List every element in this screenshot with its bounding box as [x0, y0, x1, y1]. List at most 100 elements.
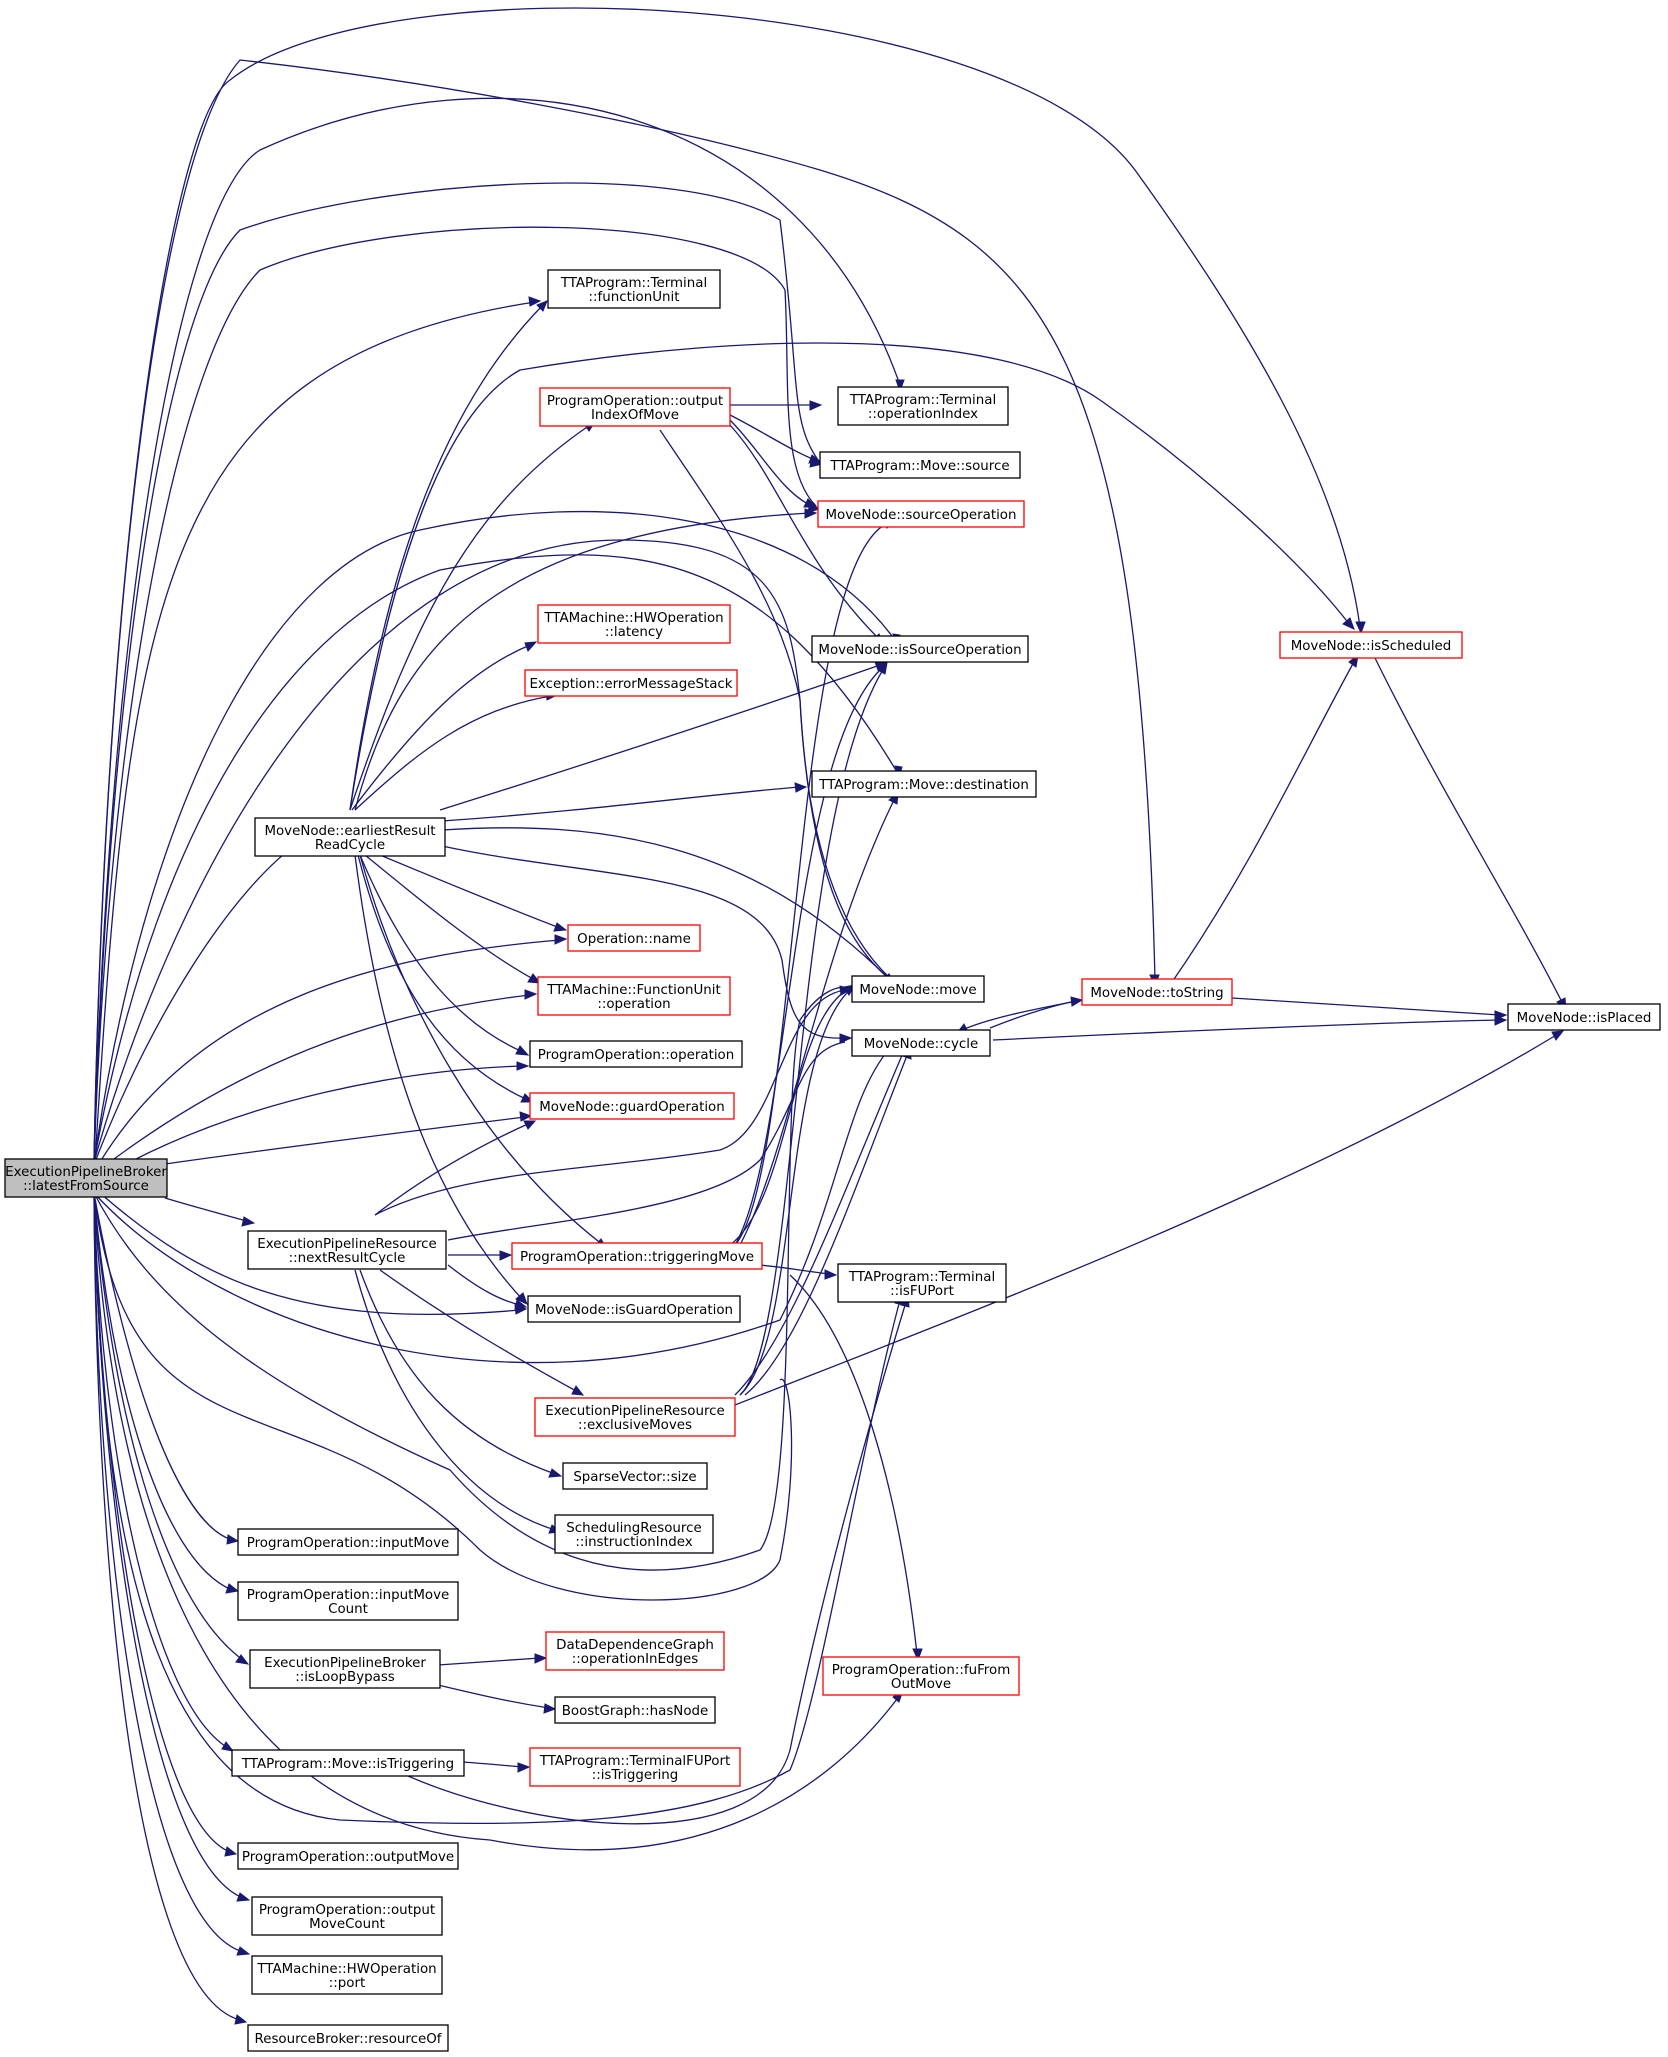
call-edges — [93, 7, 1567, 2025]
edge-earliest-movedestination — [441, 782, 808, 822]
edge-next-mncycle — [447, 1041, 846, 1241]
edge-tostring-isplaced — [1231, 997, 1508, 1021]
node-label: TTAProgram::Terminal — [849, 393, 996, 408]
node-box — [247, 2024, 449, 2052]
node-label: ProgramOperation::inputMove — [247, 1588, 450, 1603]
node-box — [851, 1029, 991, 1057]
node-root[interactable]: ExecutionPipelineBroker::latestFromSourc… — [4, 1158, 168, 1198]
node-operation-index[interactable]: TTAProgram::Terminal::operationIndex — [837, 386, 1009, 426]
node-box — [251, 1896, 443, 1936]
edge-outputindex-mnmove — [659, 429, 894, 982]
node-resource-of[interactable]: ResourceBroker::resourceOf — [247, 2024, 449, 2052]
edge-exclusivemoves-issourceoperation — [739, 661, 888, 1396]
node-tfu-is-triggering[interactable]: TTAProgram::TerminalFUPort::isTriggering — [529, 1747, 741, 1787]
node-instruction-index[interactable]: SchedulingResource::instructionIndex — [554, 1514, 714, 1554]
edge-earliest-hwlatency — [351, 641, 538, 811]
node-triggering-move[interactable]: ProgramOperation::triggeringMove — [511, 1242, 763, 1270]
edge-root-resourceof — [93, 1192, 248, 2025]
node-label: ::operation — [597, 997, 670, 1012]
edge-root-inputmove — [93, 1192, 240, 1545]
node-label: MoveNode::guardOperation — [539, 1100, 724, 1115]
node-exclusive-moves[interactable]: ExecutionPipelineResource::exclusiveMove… — [534, 1397, 736, 1437]
node-box — [562, 1462, 708, 1490]
edge-root-inputmovecount — [93, 1192, 240, 1594]
node-label: MoveNode::move — [859, 983, 976, 998]
edge-earliest-sourceoperation — [354, 508, 818, 811]
edge-root-fuoperation — [109, 989, 538, 1163]
node-is-source-operation[interactable]: MoveNode::isSourceOperation — [811, 635, 1029, 663]
node-label: ExecutionPipelineBroker — [5, 1165, 167, 1180]
node-box — [4, 1158, 168, 1198]
node-label: ::exclusiveMoves — [578, 1418, 692, 1433]
node-po-operation[interactable]: ProgramOperation::operation — [529, 1040, 743, 1068]
node-function-unit[interactable]: TTAProgram::Terminal::functionUnit — [547, 269, 721, 309]
node-move-destination[interactable]: TTAProgram::Move::destination — [811, 770, 1037, 798]
node-label: MoveNode::sourceOperation — [826, 508, 1017, 523]
node-is-scheduled[interactable]: MoveNode::isScheduled — [1279, 631, 1463, 659]
node-mn-move[interactable]: MoveNode::move — [851, 975, 985, 1003]
node-box — [524, 669, 738, 697]
edge-outputindex-sourceoperation — [729, 419, 818, 508]
node-label: MoveNode::isScheduled — [1291, 639, 1452, 654]
node-box — [254, 817, 446, 857]
edge-root-issourceoperation — [93, 510, 901, 1163]
node-label: ProgramOperation::outputMove — [242, 1850, 454, 1865]
node-is-loop-bypass[interactable]: ExecutionPipelineBroker::isLoopBypass — [249, 1649, 441, 1689]
node-label: ::operationInEdges — [572, 1652, 698, 1667]
node-hw-latency[interactable]: TTAMachine::HWOperation::latency — [537, 604, 731, 644]
node-mn-cycle[interactable]: MoveNode::cycle — [851, 1029, 991, 1057]
node-move-source[interactable]: TTAProgram::Move::source — [819, 451, 1021, 479]
edge-root-outputmove — [93, 1192, 238, 1857]
node-label: ::operationIndex — [868, 407, 978, 422]
node-next-result-cycle[interactable]: ExecutionPipelineResource::nextResultCyc… — [247, 1230, 447, 1270]
node-label: DataDependenceGraph — [556, 1638, 714, 1653]
node-source-operation[interactable]: MoveNode::sourceOperation — [817, 500, 1025, 528]
node-box — [511, 1242, 763, 1270]
node-has-node[interactable]: BoostGraph::hasNode — [554, 1696, 716, 1724]
node-box — [237, 1842, 459, 1870]
node-label: ProgramOperation::output — [547, 394, 723, 409]
node-fu-operation[interactable]: TTAMachine::FunctionUnit::operation — [537, 976, 731, 1016]
node-label: ExecutionPipelineBroker — [264, 1656, 426, 1671]
edge-moveistriggering-isfuport — [394, 1294, 910, 1825]
edge-earliest-opname — [379, 854, 568, 932]
node-to-string[interactable]: MoveNode::toString — [1081, 978, 1233, 1006]
node-box — [247, 1230, 447, 1270]
node-label: ProgramOperation::triggeringMove — [520, 1250, 754, 1265]
node-error-message-stack[interactable]: Exception::errorMessageStack — [524, 669, 738, 697]
edge-loopbypass-hasnode — [437, 1684, 557, 1714]
node-guard-operation[interactable]: MoveNode::guardOperation — [529, 1092, 735, 1120]
edge-root-hwport — [93, 1192, 251, 1956]
edge-next-sparsesize — [359, 1269, 563, 1478]
node-sparse-size[interactable]: SparseVector::size — [562, 1462, 708, 1490]
node-output-move[interactable]: ProgramOperation::outputMove — [237, 1842, 459, 1870]
node-op-in-edges[interactable]: DataDependenceGraph::operationInEdges — [545, 1631, 725, 1671]
edge-exclusivemoves-mncycle-2 — [734, 1052, 904, 1396]
node-label: SparseVector::size — [573, 1470, 696, 1485]
node-input-move[interactable]: ProgramOperation::inputMove — [237, 1528, 459, 1556]
node-label: ProgramOperation::operation — [538, 1048, 734, 1063]
node-label: TTAProgram::Move::destination — [818, 778, 1029, 793]
node-is-placed[interactable]: MoveNode::isPlaced — [1507, 1003, 1661, 1031]
edge-root-mnmove — [93, 539, 897, 1163]
node-box — [1279, 631, 1463, 659]
node-is-guard-operation[interactable]: MoveNode::isGuardOperation — [527, 1295, 741, 1323]
node-label: MoveNode::earliestResult — [264, 824, 435, 839]
node-move-is-triggering[interactable]: TTAProgram::Move::isTriggering — [231, 1749, 465, 1777]
node-box — [529, 1040, 743, 1068]
node-box — [527, 1295, 741, 1323]
edge-triggeringmove-movedestination — [739, 791, 899, 1246]
node-label: ExecutionPipelineResource — [257, 1237, 437, 1252]
node-is-fuport[interactable]: TTAProgram::Terminal::isFUPort — [837, 1263, 1007, 1303]
node-op-name[interactable]: Operation::name — [567, 924, 701, 952]
node-label: TTAProgram::TerminalFUPort — [539, 1754, 730, 1769]
edge-earliest-guardoperation — [357, 854, 535, 1103]
node-hw-port[interactable]: TTAMachine::HWOperation::port — [251, 1955, 443, 1995]
call-nodes: ExecutionPipelineBroker::latestFromSourc… — [4, 269, 1661, 2052]
